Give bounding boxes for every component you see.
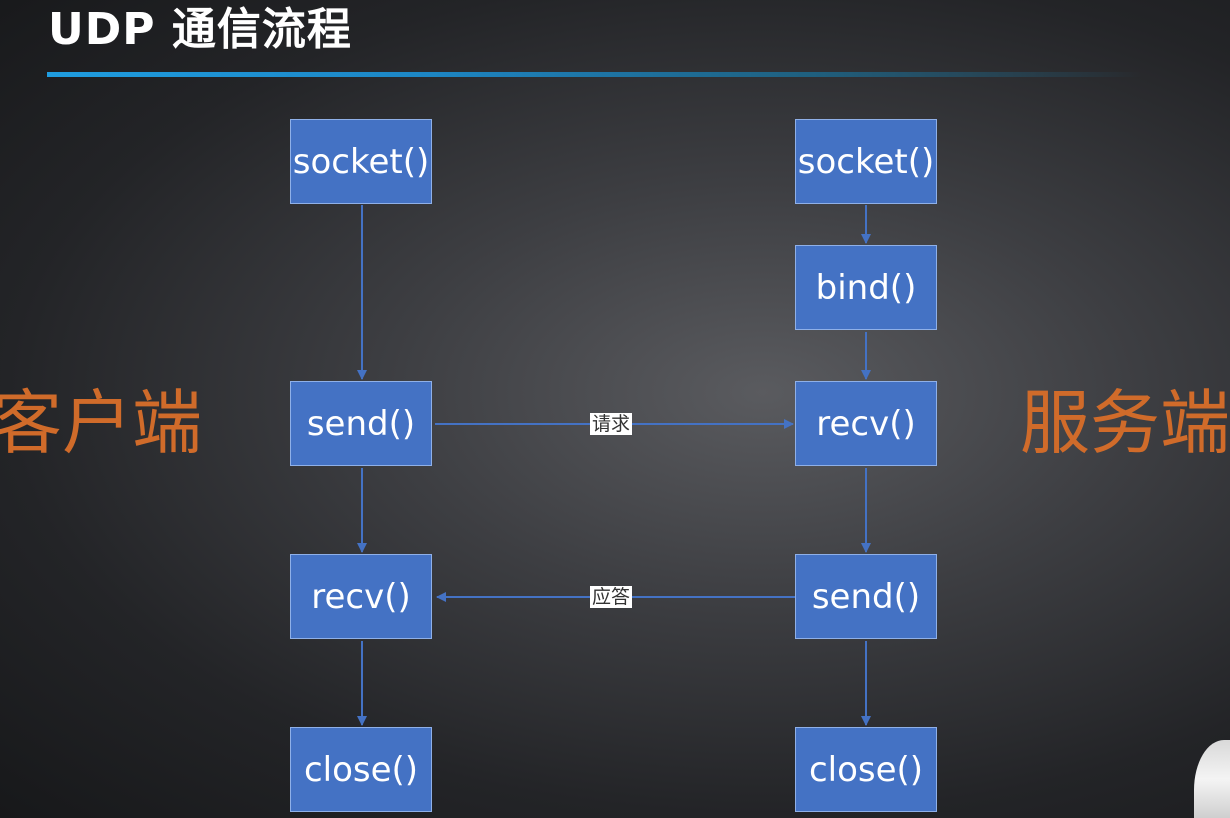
client-close-box: close() xyxy=(290,727,432,812)
server-send-box: send() xyxy=(795,554,937,639)
server-socket-box: socket() xyxy=(795,119,937,204)
server-bind-box: bind() xyxy=(795,245,937,330)
request-label: 请求 xyxy=(590,413,633,435)
client-send-box: send() xyxy=(290,381,432,466)
client-recv-box: recv() xyxy=(290,554,432,639)
server-close-box: close() xyxy=(795,727,937,812)
client-label: 客户端 xyxy=(0,382,202,464)
slide-title: UDP 通信流程 xyxy=(48,4,352,55)
title-underline xyxy=(47,72,1142,77)
server-recv-box: recv() xyxy=(795,381,937,466)
server-label: 服务端 xyxy=(1020,382,1230,464)
response-label: 应答 xyxy=(590,586,633,608)
client-socket-box: socket() xyxy=(290,119,432,204)
